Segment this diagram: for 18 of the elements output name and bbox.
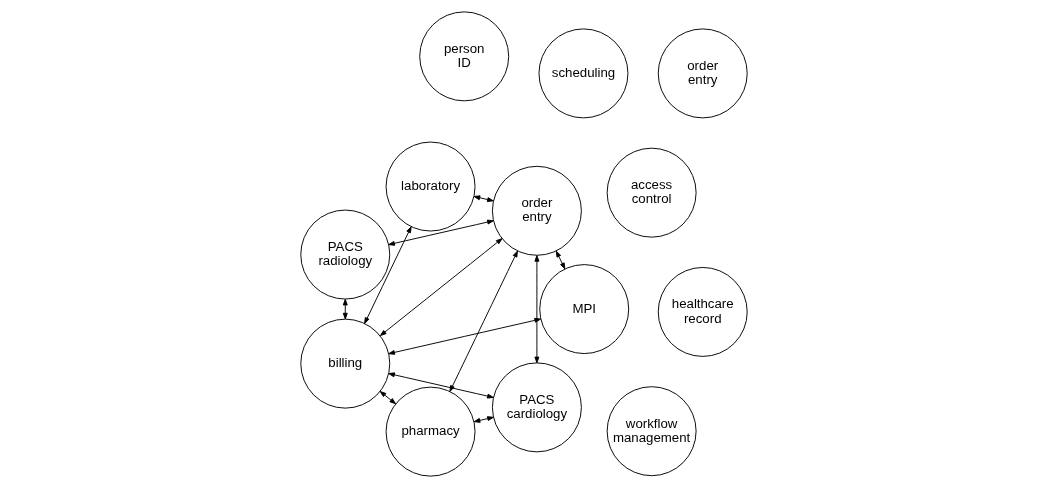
arrow [473, 416, 494, 423]
node-circle: workflow management [606, 386, 697, 477]
node-circle: healthcare record [657, 266, 748, 357]
node-circle: person ID [419, 11, 510, 102]
node-circle: PACS cardiology [491, 362, 582, 453]
arrow [449, 250, 518, 392]
node-circle: order entry [657, 28, 748, 119]
arrow [379, 238, 503, 337]
arrow [388, 219, 494, 246]
node-circle: access control [606, 147, 697, 238]
node-circle: scheduling [538, 28, 629, 119]
arrow [473, 195, 494, 202]
node-circle: PACS radiology [300, 209, 391, 300]
arrow [388, 372, 494, 399]
arrow [364, 226, 412, 324]
arrow [555, 250, 566, 270]
arrow [379, 391, 396, 405]
arrow [342, 298, 348, 320]
